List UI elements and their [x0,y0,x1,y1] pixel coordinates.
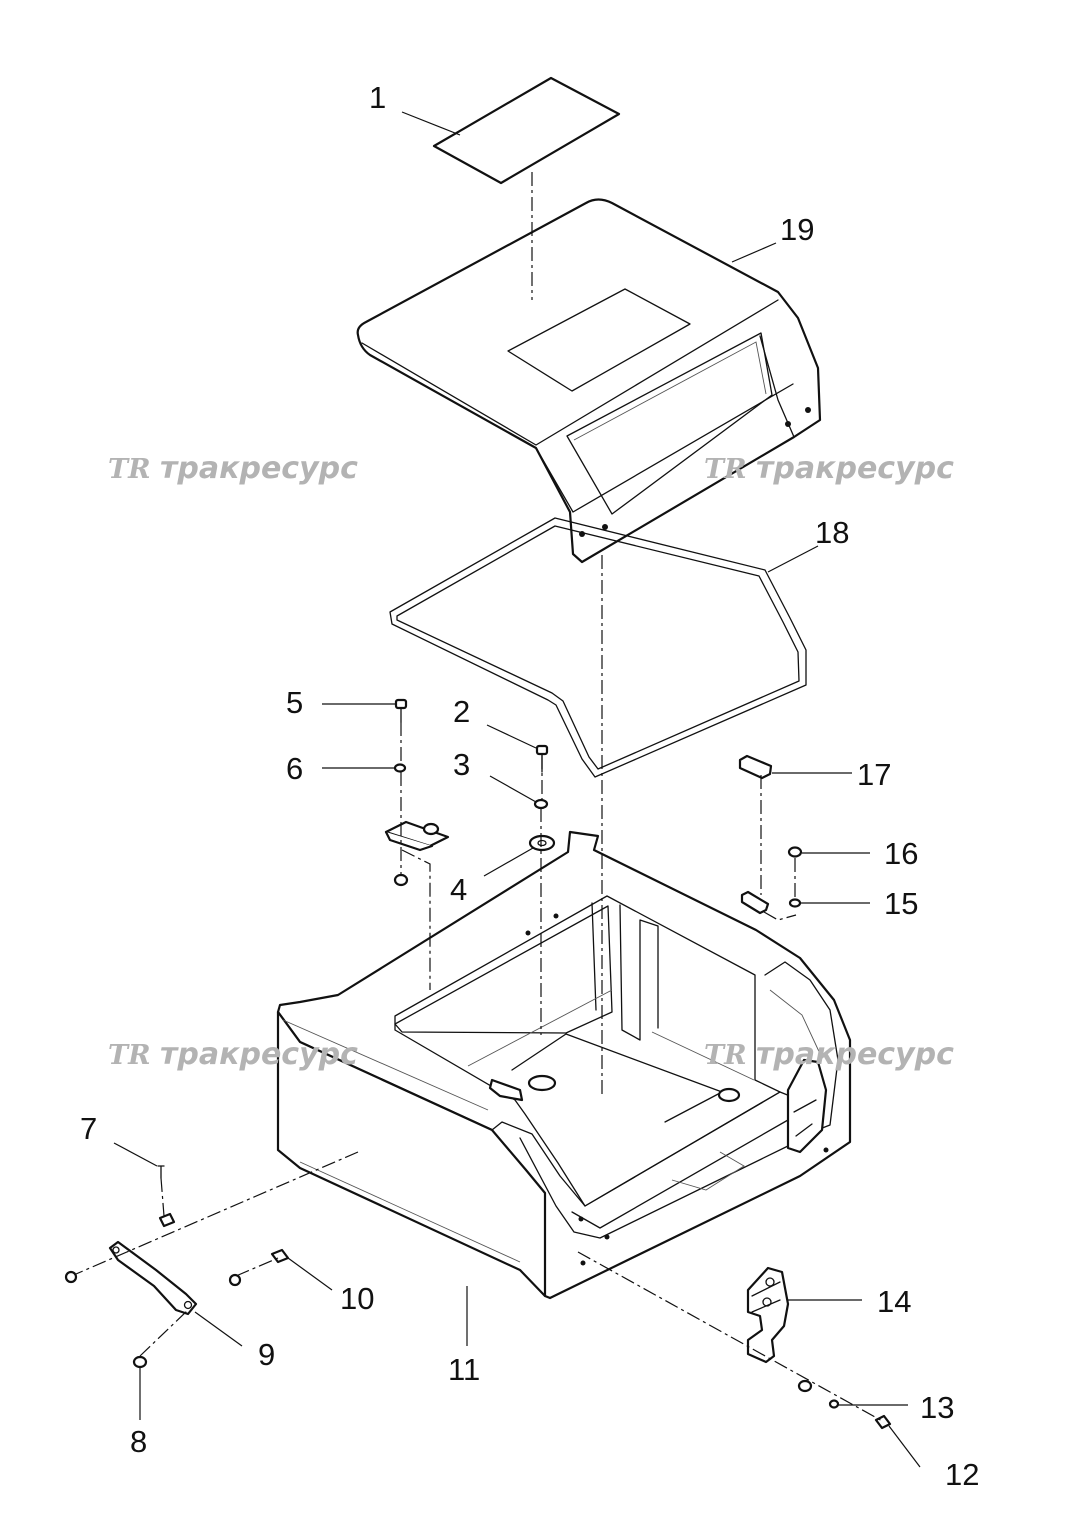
watermark-text: тракресурс [756,1037,954,1072]
callout-2: 2 [453,694,470,729]
part-cover [356,198,822,564]
leader-lines [113,111,921,1468]
watermark-text: тракресурс [756,451,954,486]
callout-3: 3 [453,747,470,782]
watermark-text: тракресурс [160,1037,358,1072]
watermark-logo: TR [108,1040,151,1071]
callout-10: 10 [340,1281,374,1316]
callout-12: 12 [945,1457,979,1492]
part-seal [389,517,807,778]
callout-6: 6 [286,751,303,786]
callout-11: 11 [448,1352,480,1387]
callout-19: 19 [780,212,814,247]
callout-13: 13 [920,1390,954,1425]
watermark-text: тракресурс [160,451,358,486]
part-box-housing [276,830,852,1300]
callout-5: 5 [286,685,303,720]
part-latch-hinge [746,1266,892,1430]
watermark-logo: TR [108,454,151,485]
watermark-logo: TR [704,454,747,485]
callout-4: 4 [450,872,467,907]
watermark-2: TR тракресурс [704,451,954,486]
callout-18: 18 [815,515,849,550]
callout-15: 15 [884,886,918,921]
part-latch-plate [384,698,450,887]
callout-1: 1 [369,80,386,115]
part-nut [787,846,803,908]
part-handle-bracket [738,754,773,915]
callout-9: 9 [258,1337,275,1372]
watermark-3: TR тракресурс [108,1037,358,1072]
callout-16: 16 [884,836,918,871]
callout-14: 14 [877,1284,911,1319]
watermark-4: TR тракресурс [704,1037,954,1072]
part-decal [432,76,621,185]
center-lines [75,172,885,1423]
callout-17: 17 [857,757,891,792]
watermark-logo: TR [704,1040,747,1071]
callout-7: 7 [80,1111,97,1146]
callout-8: 8 [130,1424,147,1459]
callout-labels: 1 2 3 4 5 6 7 8 9 10 11 12 13 14 15 16 1… [80,80,979,1492]
watermark-1: TR тракресурс [108,451,358,486]
